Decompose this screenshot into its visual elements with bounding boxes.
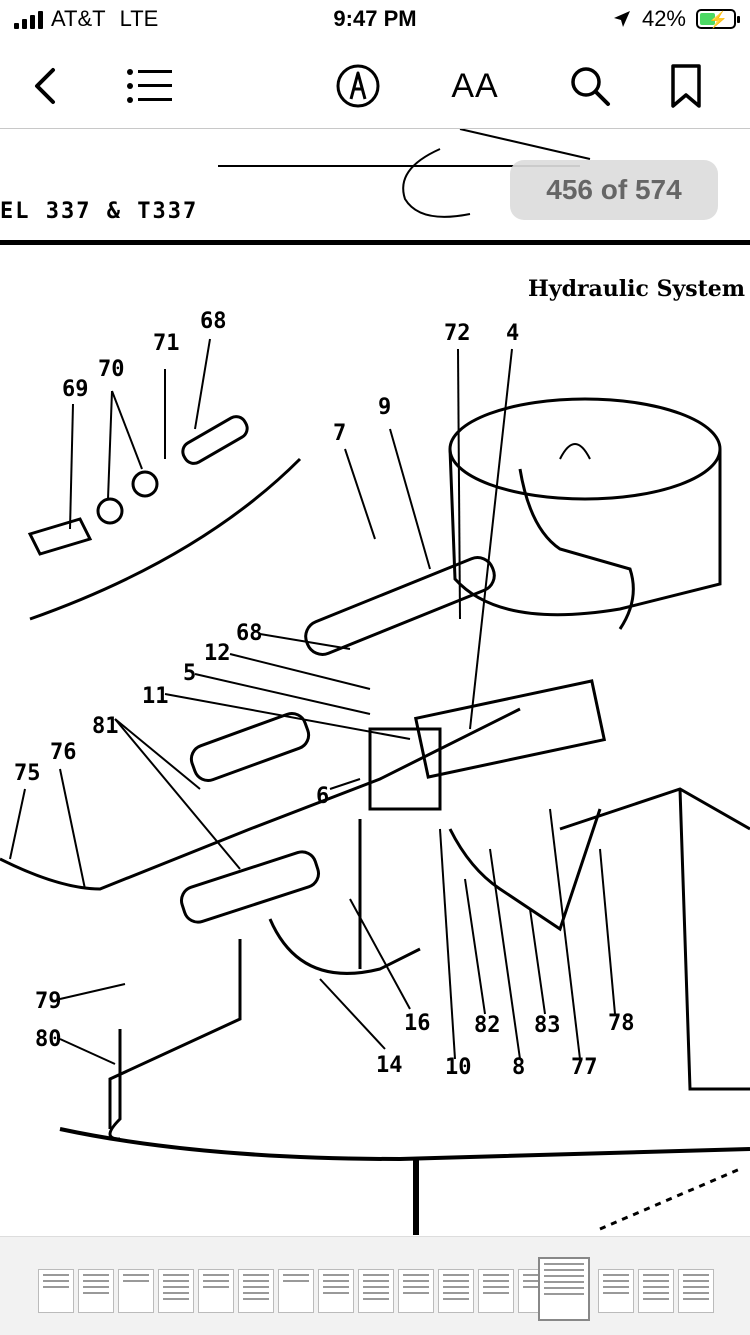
battery-icon: ⚡: [696, 9, 740, 29]
back-button[interactable]: [18, 58, 74, 114]
signal-icon: [14, 9, 43, 29]
callout-label: 79: [35, 989, 62, 1014]
page-thumbnail[interactable]: [678, 1269, 714, 1313]
callout-label: 7: [333, 421, 347, 446]
page-thumbnail-current[interactable]: [538, 1257, 590, 1321]
callout-label: 10: [445, 1055, 472, 1080]
callout-label: 16: [404, 1011, 431, 1036]
callout-label: 75: [14, 761, 41, 786]
network-label: LTE: [119, 6, 159, 31]
callout-label: 8: [512, 1055, 526, 1080]
reader-toolbar: AA: [0, 44, 750, 129]
callout-label: 11: [142, 684, 169, 709]
callout-label: 12: [204, 641, 231, 666]
carrier-label: AT&T: [51, 6, 106, 31]
table-of-contents-button[interactable]: [122, 58, 178, 114]
status-time: 9:47 PM: [333, 6, 417, 31]
callout-label: 6: [316, 784, 330, 809]
page-thumbnail[interactable]: [478, 1269, 514, 1313]
page-thumbnail[interactable]: [358, 1269, 394, 1313]
section-title: Hydraulic System (: [528, 276, 750, 302]
page-thumbnail[interactable]: [278, 1269, 314, 1313]
callout-label: 71: [153, 331, 180, 356]
page-thumbnail[interactable]: [598, 1269, 634, 1313]
page-thumbnail[interactable]: [638, 1269, 674, 1313]
page-thumbnail[interactable]: [158, 1269, 194, 1313]
page-thumbnail[interactable]: [318, 1269, 354, 1313]
pen-circle-icon: [336, 64, 380, 108]
status-left: AT&T LTE: [14, 6, 158, 32]
page-thumbnail[interactable]: [118, 1269, 154, 1313]
bookmark-icon: [671, 64, 701, 108]
callout-label: 70: [98, 357, 125, 382]
search-icon: [571, 67, 610, 106]
callout-label: 81: [92, 714, 119, 739]
page-thumbnail[interactable]: [78, 1269, 114, 1313]
location-arrow-icon: [613, 11, 630, 27]
search-button[interactable]: [562, 58, 618, 114]
battery-percent: 42%: [641, 6, 686, 31]
callout-label: 77: [571, 1055, 598, 1080]
status-bar: AT&T LTE 9:47 PM 42% ⚡: [0, 0, 750, 44]
callout-label: 9: [378, 395, 392, 420]
callout-label: 14: [376, 1053, 403, 1078]
text-size-label: AA: [451, 66, 499, 105]
callout-label: 68: [236, 621, 263, 646]
callout-label: 69: [62, 377, 89, 402]
callout-label: 68: [200, 309, 227, 334]
callout-label: 76: [50, 740, 77, 765]
callout-label: 5: [183, 661, 197, 686]
document-page[interactable]: EL 337 & T337 Hydraulic System ( 68 71 7…: [0, 129, 750, 1235]
callout-label: 78: [608, 1011, 635, 1036]
page-thumbnail[interactable]: [238, 1269, 274, 1313]
page-thumbnail[interactable]: [398, 1269, 434, 1313]
annotate-button[interactable]: [330, 58, 386, 114]
list-icon: [127, 69, 172, 103]
text-size-button[interactable]: AA: [440, 58, 510, 114]
callout-label: 83: [534, 1013, 561, 1038]
model-header: EL 337 & T337: [0, 199, 199, 224]
callout-label: 82: [474, 1013, 501, 1038]
page-thumbnail[interactable]: [38, 1269, 74, 1313]
page-thumbnail[interactable]: [438, 1269, 474, 1313]
callout-label: 72: [444, 321, 471, 346]
status-right: 42% ⚡: [612, 6, 740, 32]
callout-label: 80: [35, 1027, 62, 1052]
bookmark-button[interactable]: [658, 58, 714, 114]
page-thumbnail[interactable]: [198, 1269, 234, 1313]
callout-label: 4: [506, 321, 520, 346]
page-indicator: 456 of 574: [510, 160, 718, 220]
chevron-left-icon: [35, 68, 55, 104]
page-thumbnail-strip[interactable]: [0, 1236, 750, 1335]
